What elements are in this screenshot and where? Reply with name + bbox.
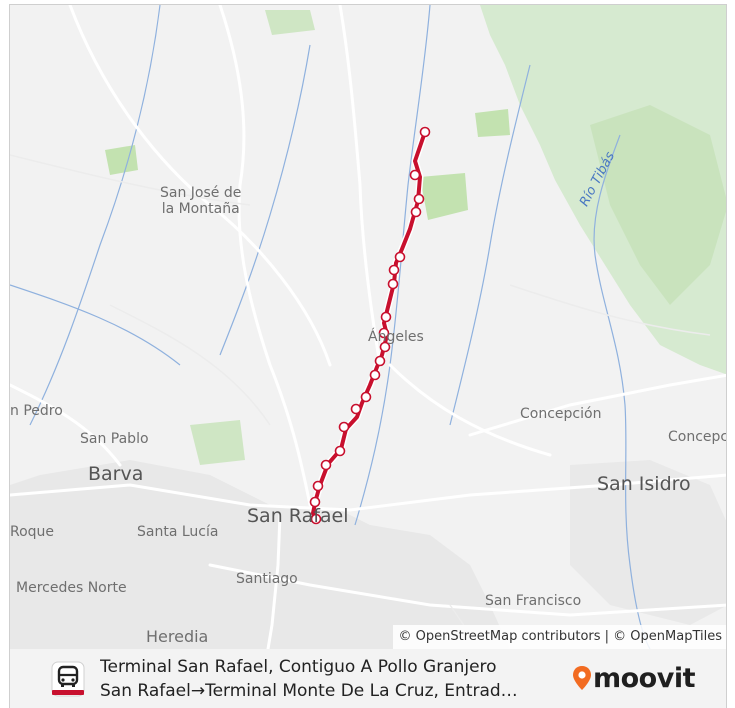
- park-6: [265, 10, 315, 35]
- road-7: [218, 5, 312, 507]
- route-stop: [350, 403, 362, 415]
- place-label: Mercedes Norte: [16, 580, 127, 596]
- place-label: Roque: [10, 524, 55, 540]
- route-stop: [360, 391, 372, 403]
- river-5: [449, 64, 531, 426]
- urban-area: [10, 460, 510, 649]
- place-label: Santiago: [236, 571, 298, 587]
- road-4: [266, 513, 282, 649]
- route-stop: [379, 341, 391, 353]
- place-label: Concepc: [668, 429, 727, 445]
- place-label: San Pablo: [80, 431, 149, 447]
- river-4: [219, 44, 311, 356]
- bus-icon: [50, 661, 86, 697]
- place-label: n Pedro: [10, 403, 63, 419]
- park-2: [420, 173, 468, 220]
- forest-area-2: [590, 105, 726, 305]
- place-label: San Francisco: [485, 593, 582, 609]
- route-stop: [312, 480, 324, 492]
- route-stop: [310, 513, 322, 525]
- place-label: San Rafael: [247, 505, 349, 527]
- place-label: Santa Lucía: [137, 524, 219, 540]
- place-label: Barva: [88, 463, 144, 485]
- river-1: [354, 5, 431, 526]
- route-stop: [309, 496, 321, 508]
- route-stop: [388, 264, 400, 276]
- minor-road-2: [109, 304, 271, 426]
- route-stop: [394, 251, 406, 263]
- moovit-logo[interactable]: moovit: [572, 662, 696, 694]
- route-stop: [374, 355, 386, 367]
- park-4: [190, 420, 245, 465]
- place-label: San José de la Montaña: [160, 185, 242, 217]
- route-stop: [320, 459, 332, 471]
- river-2: [593, 134, 651, 649]
- route-footer: Terminal San Rafael, Contiguo A Pollo Gr…: [10, 649, 726, 708]
- park-1: [105, 145, 138, 175]
- urban-area-2: [570, 460, 726, 625]
- map-card: San José de la Montaña Ángeles n Pedro S…: [9, 4, 727, 708]
- place-label: Heredia: [146, 627, 209, 646]
- moovit-logo-text: moovit: [593, 662, 696, 694]
- river-6: [10, 284, 181, 366]
- route-stop: [410, 206, 422, 218]
- map-canvas: [10, 5, 726, 649]
- route-stop: [409, 169, 421, 181]
- road-3: [10, 473, 726, 512]
- road-main: [338, 5, 382, 367]
- road-6: [208, 563, 726, 617]
- map-view[interactable]: San José de la Montaña Ángeles n Pedro S…: [10, 5, 727, 649]
- road-9: [10, 383, 122, 467]
- bus-route-line: [311, 130, 427, 521]
- route-stop: [334, 445, 346, 457]
- place-label: Concepción: [520, 406, 602, 422]
- route-stop: [338, 421, 350, 433]
- minor-road-3: [509, 284, 711, 336]
- river-3: [29, 5, 161, 426]
- road-5: [468, 373, 726, 437]
- road-8: [388, 363, 552, 457]
- route-stop: [413, 193, 425, 205]
- place-label: San Isidro: [597, 473, 691, 495]
- minor-road-1: [10, 154, 251, 206]
- route-stop: [380, 311, 392, 323]
- route-stop: [419, 126, 431, 138]
- route-destination: San Rafael→Terminal Monte De La Cruz, En…: [100, 681, 518, 701]
- park-3: [475, 109, 510, 137]
- place-label: Ángeles: [368, 329, 424, 345]
- route-origin: Terminal San Rafael, Contiguo A Pollo Gr…: [100, 657, 497, 677]
- route-stop: [387, 278, 399, 290]
- road-2: [68, 5, 332, 367]
- route-stop: [369, 369, 381, 381]
- moovit-pin-icon: [573, 666, 591, 690]
- map-attribution[interactable]: © OpenStreetMap contributors | © OpenMap…: [392, 625, 726, 649]
- route-stop: [378, 327, 390, 339]
